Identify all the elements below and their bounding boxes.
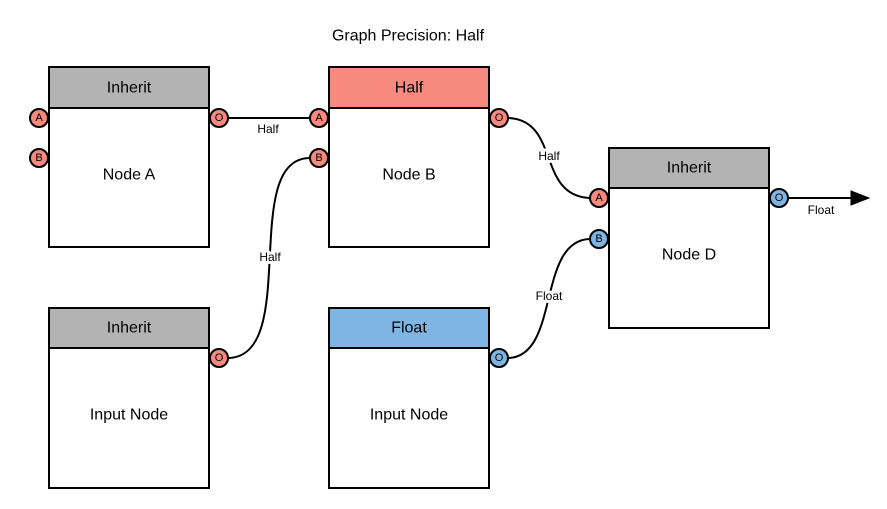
node-label: Node D [662, 247, 716, 264]
port-node-d-b: B [589, 229, 609, 249]
node-label: Node B [382, 167, 435, 184]
diagram-title: Graph Precision: Half [332, 28, 485, 45]
port-label: A [315, 112, 323, 124]
node-label: Node A [103, 167, 156, 184]
edge-label: Float [808, 203, 835, 217]
port-circle [309, 108, 329, 128]
node-header [328, 307, 490, 349]
node-node-d: Inherit Node D [608, 147, 770, 329]
edge-inputinherit-o-to-nodeb-b [228, 157, 310, 359]
node-header-label: Float [391, 320, 427, 337]
port-node-d-a: A [589, 188, 609, 208]
port-label: O [215, 112, 224, 124]
port-node-b-a: A [309, 108, 329, 128]
port-circle [209, 108, 229, 128]
port-label: B [595, 233, 602, 245]
output-arrowhead-icon [850, 190, 871, 206]
port-node-d-o: O [769, 188, 789, 208]
node-node-a: Inherit Node A [48, 66, 210, 248]
port-node-a-b: B [29, 148, 49, 168]
node-label: Input Node [370, 407, 448, 424]
port-circle [29, 108, 49, 128]
port-node-a-o: O [209, 108, 229, 128]
port-input-inherit-o: O [209, 348, 229, 368]
port-circle [589, 229, 609, 249]
edge-label: Half [257, 122, 279, 136]
port-circle [489, 108, 509, 128]
node-header [608, 147, 770, 189]
port-label: O [215, 352, 224, 364]
port-circle [29, 148, 49, 168]
port-circle [769, 188, 789, 208]
node-header [48, 307, 210, 349]
port-label: O [495, 352, 504, 364]
node-header-label: Half [395, 80, 424, 97]
node-header-label: Inherit [667, 160, 712, 177]
port-label: O [495, 112, 504, 124]
node-input-float: Float Input Node [328, 307, 490, 489]
port-circle [589, 188, 609, 208]
port-label: B [35, 152, 42, 164]
edge-label: Half [259, 250, 281, 264]
port-input-float-o: O [489, 348, 509, 368]
port-node-b-b: B [309, 148, 329, 168]
node-node-b: Half Node B [328, 66, 490, 248]
edge-nodeb-o-to-noded-a [508, 117, 590, 199]
node-input-inherit: Inherit Input Node [48, 307, 210, 489]
port-node-b-o: O [489, 108, 509, 128]
node-header [328, 66, 490, 109]
node-header-label: Inherit [107, 320, 152, 337]
port-circle [309, 148, 329, 168]
edge-inputfloat-o-to-noded-b [508, 238, 590, 359]
port-label: A [595, 192, 603, 204]
port-circle [489, 348, 509, 368]
node-header [48, 66, 210, 109]
port-label: B [315, 152, 322, 164]
port-circle [209, 348, 229, 368]
node-header-label: Inherit [107, 80, 152, 97]
edge-label: Float [536, 289, 563, 303]
edge-label: Half [538, 149, 560, 163]
port-node-a-a: A [29, 108, 49, 128]
port-label: O [775, 192, 784, 204]
node-label: Input Node [90, 407, 168, 424]
port-label: A [35, 112, 43, 124]
